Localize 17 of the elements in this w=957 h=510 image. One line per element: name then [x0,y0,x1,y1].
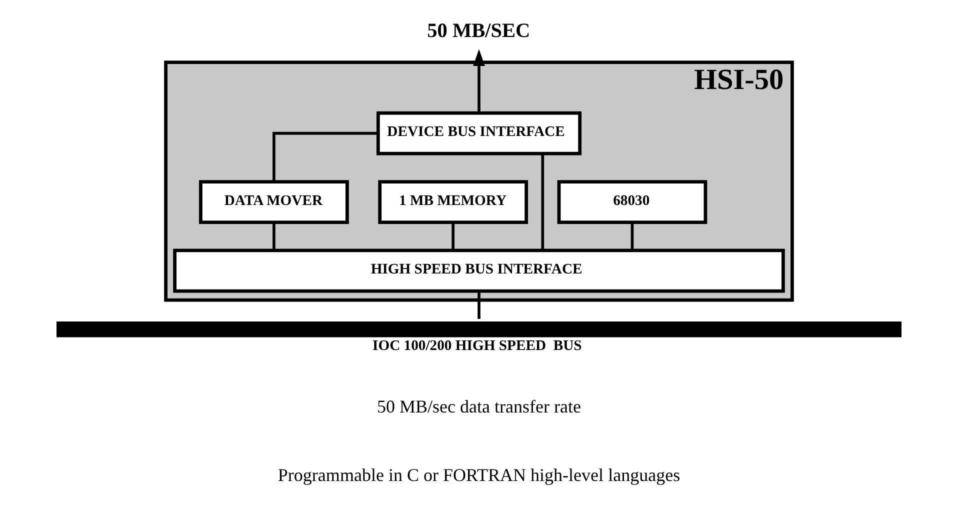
label: 50 MB/sec data transfer rate [376,396,581,417]
node-box: DATA MOVER [198,180,348,224]
connector [477,291,480,319]
node-box: 68030 [556,180,707,224]
connector [272,222,275,250]
connector [630,222,634,250]
connector [272,132,378,182]
arrow [472,49,484,113]
node-label: IOC 100/200 HIGH SPEED BUS [372,338,582,354]
connector [451,222,454,250]
label: Programmable in C or FORTRAN high-level languages [277,465,680,486]
node-box [56,321,901,338]
node-box: 1 MB MEMORY [378,180,528,224]
connector [540,154,544,250]
node-text: 50 MB/SEC [426,20,530,42]
node-box: DEVICE BUS INTERFACE [376,111,582,156]
node-box: HIGH SPEED BUS INTERFACE [172,248,784,293]
